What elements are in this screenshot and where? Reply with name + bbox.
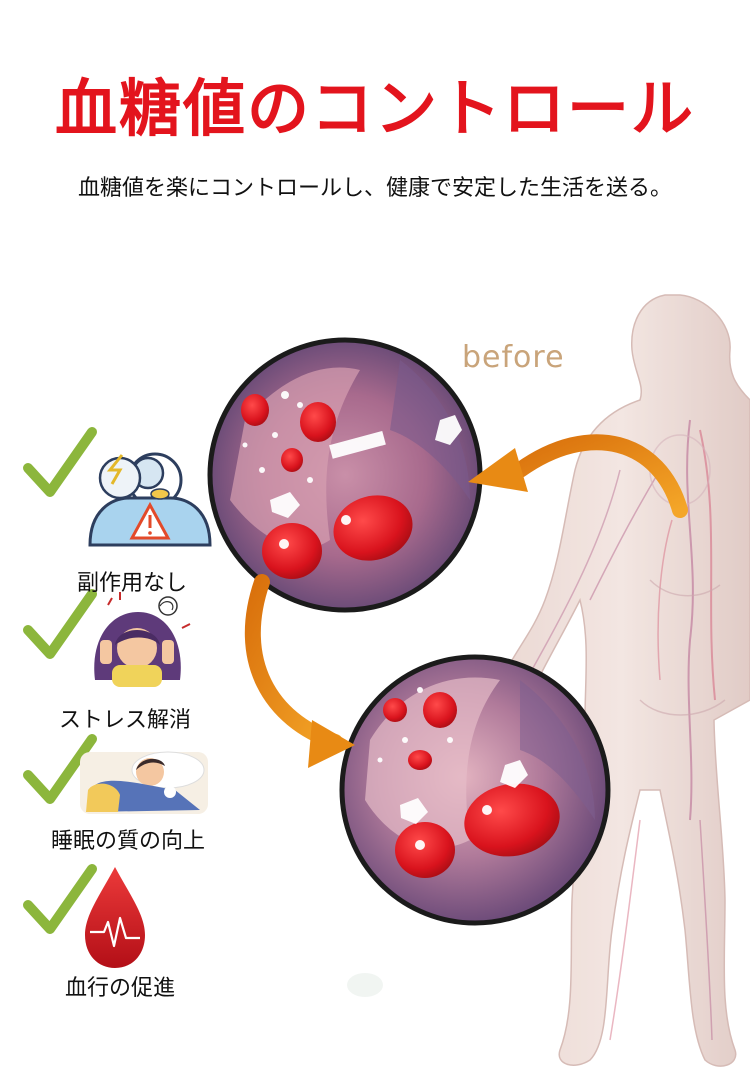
- benefit-label-stress-relief: ストレス解消: [58, 708, 191, 733]
- check-icon: [23, 427, 97, 497]
- benefit-label-sleep-quality: 睡眠の質の向上: [50, 829, 205, 854]
- page-subtitle: 血糖値を楽にコントロールし、健康で安定した生活を送る。: [77, 176, 672, 201]
- before-label: before: [462, 340, 565, 375]
- check-marks: [23, 427, 97, 934]
- doctor-warning-icon: [88, 452, 212, 547]
- check-icon: [23, 589, 97, 659]
- vessel-view-before: [207, 337, 483, 613]
- benefit-label-circulation: 血行の促進: [64, 976, 175, 1001]
- human-body-figure: [493, 294, 750, 1067]
- blood-drop-pulse-icon: [85, 867, 145, 968]
- flow-arrows: [244, 434, 688, 768]
- check-icon: [23, 734, 97, 804]
- benefit-label-side-effects: 副作用なし: [76, 571, 187, 596]
- sleeping-person-icon: [80, 751, 208, 814]
- vessel-view-after: [339, 654, 611, 926]
- page-title: 血糖値のコントロール: [54, 72, 695, 145]
- check-icon: [23, 864, 97, 934]
- stressed-woman-icon: [94, 592, 191, 687]
